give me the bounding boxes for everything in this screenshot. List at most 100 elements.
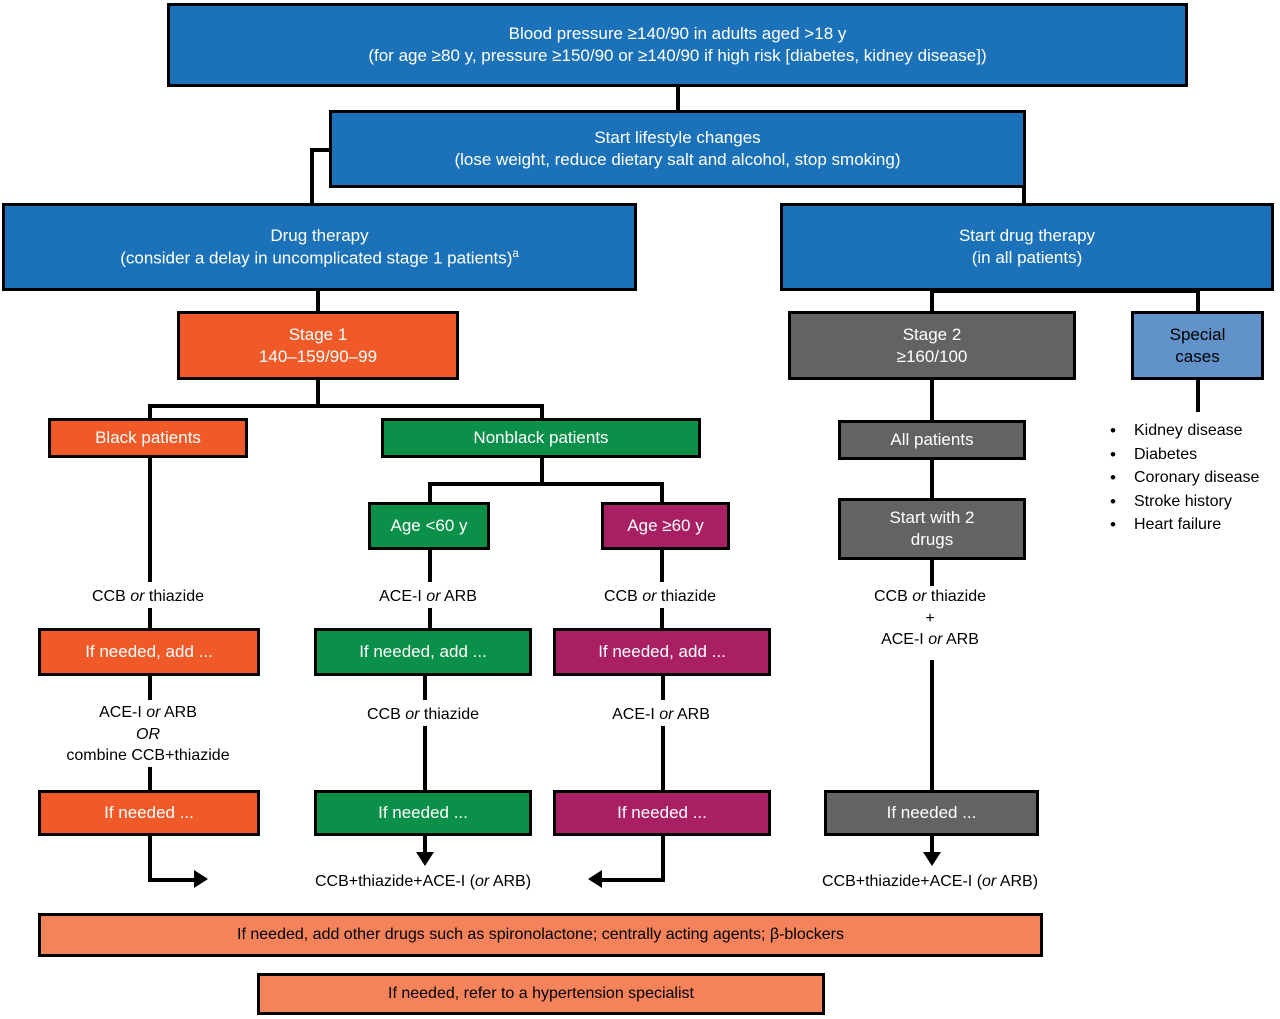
- list-item: Stroke history: [1108, 492, 1259, 512]
- edge-over60-bottom-down: [661, 836, 665, 880]
- node-if-needed-black-label: If needed ...: [104, 803, 194, 823]
- edge-label-over60-second-drug: ACE-I or ARB: [612, 704, 710, 726]
- edge-label-stage2-line3: ACE-I or ARB: [881, 631, 979, 649]
- edge-under60-to-drug1: [428, 550, 432, 582]
- edge-black-to-ifneeded: [148, 762, 152, 790]
- node-start-two-drugs-line2: drugs: [910, 530, 954, 549]
- node-if-needed-add-under60-label: If needed, add ...: [359, 642, 487, 662]
- node-if-needed-over60-label: If needed ...: [617, 803, 707, 823]
- node-drug-therapy-right[interactable]: Start drug therapy (in all patients): [780, 203, 1274, 291]
- edge-entry-to-lifestyle: [676, 84, 680, 110]
- edge-under60-drug1-to-box: [428, 604, 432, 628]
- node-stage-2[interactable]: Stage 2 ≥160/100: [788, 311, 1076, 380]
- edge-label-over60-first-drug: CCB or thiazide: [603, 586, 717, 608]
- edge-label-stage2-line2: +: [925, 609, 935, 627]
- list-item: Coronary disease: [1108, 468, 1259, 488]
- node-if-needed-add-under60[interactable]: If needed, add ...: [314, 628, 532, 676]
- edge-2drugs-down: [930, 560, 934, 586]
- edge-stage1-down: [316, 380, 320, 408]
- edge-label-under60-first-drug: ACE-I or ARB: [379, 586, 477, 608]
- node-all-patients[interactable]: All patients: [838, 420, 1026, 460]
- node-if-needed-stage2-label: If needed ...: [886, 803, 977, 823]
- list-item: Diabetes: [1108, 445, 1259, 465]
- edge-black-to-drug1: [148, 458, 152, 582]
- edge-over60-to-drug1: [660, 550, 664, 582]
- node-stage-2-line2: ≥160/100: [896, 346, 968, 366]
- arrowhead-black-bottom: [194, 870, 208, 888]
- node-drug-therapy-left[interactable]: Drug therapy (consider a delay in uncomp…: [2, 203, 637, 291]
- node-stage-1-line1: Stage 1: [288, 324, 348, 344]
- node-refer-specialist-label: If needed, refer to a hypertension speci…: [388, 984, 694, 1002]
- node-drug-therapy-left-line1: Drug therapy: [270, 225, 369, 245]
- node-if-needed-add-black[interactable]: If needed, add ...: [38, 628, 260, 676]
- edge-black-bottom-right: [148, 878, 196, 882]
- arrowhead-under60-bottom: [416, 852, 434, 866]
- edge-over60-drug1-to-box: [660, 604, 664, 628]
- node-if-needed-black[interactable]: If needed ...: [38, 790, 260, 836]
- special-cases-list: Kidney disease Diabetes Coronary disease…: [1108, 421, 1259, 540]
- node-if-needed-over60[interactable]: If needed ...: [553, 790, 771, 836]
- node-drug-therapy-right-line1: Start drug therapy: [958, 226, 1096, 246]
- edge-drugright-to-special: [1196, 289, 1200, 311]
- node-special-cases-line2: cases: [1175, 346, 1220, 366]
- edge-nonblack-to-under60: [428, 482, 432, 502]
- node-if-needed-stage2[interactable]: If needed ...: [824, 790, 1039, 836]
- edge-label-black-second-line1: ACE-I or ARB: [99, 704, 197, 721]
- node-lifestyle-line1: Start lifestyle changes: [594, 128, 761, 148]
- edge-black-add-down: [148, 676, 152, 700]
- edge-label-black-second-line3: combine CCB+thiazide: [66, 747, 230, 765]
- node-black-patients[interactable]: Black patients: [48, 418, 248, 458]
- node-age-under-60[interactable]: Age <60 y: [368, 502, 490, 550]
- node-add-other-drugs[interactable]: If needed, add other drugs such as spiro…: [38, 913, 1043, 957]
- node-if-needed-under60-label: If needed ...: [378, 803, 468, 823]
- edge-stage1-split-h: [148, 404, 544, 408]
- node-if-needed-add-over60[interactable]: If needed, add ...: [553, 628, 771, 676]
- edge-nonblack-split-h: [428, 482, 664, 486]
- node-drug-therapy-left-line2: (consider a delay in uncomplicated stage…: [120, 247, 519, 268]
- node-all-patients-label: All patients: [890, 430, 974, 450]
- edge-drugright-split-h: [930, 289, 1200, 293]
- node-age-under-60-label: Age <60 y: [390, 516, 468, 536]
- edge-label-black-second-drug: ACE-I or ARB OR combine CCB+thiazide: [66, 702, 230, 767]
- edge-stage2-bottom-down: [930, 836, 934, 854]
- node-if-needed-under60[interactable]: If needed ...: [314, 790, 532, 836]
- edge-label-black-first-drug: CCB or thiazide: [91, 586, 205, 608]
- edge-over60-bottom-left: [602, 878, 665, 882]
- edge-over60-to-ifneeded: [661, 726, 665, 790]
- node-start-two-drugs-line1: Start with 2: [889, 508, 975, 528]
- edge-stage1-to-black: [148, 404, 152, 418]
- node-nonblack-patients[interactable]: Nonblack patients: [381, 418, 701, 458]
- edge-stage1-to-nonblack: [540, 404, 544, 418]
- edge-stage2-to-ifneeded: [930, 660, 934, 790]
- footnote-marker-a: a: [512, 247, 519, 260]
- list-item: Kidney disease: [1108, 421, 1259, 441]
- edge-black-bottom-down: [148, 836, 152, 880]
- edge-black-drug1-to-box: [148, 604, 152, 628]
- node-stage-1-line2: 140–159/90–99: [258, 346, 378, 366]
- node-entry[interactable]: Blood pressure ≥140/90 in adults aged >1…: [167, 3, 1188, 87]
- edge-label-triple-therapy-center: CCB+thiazide+ACE-I (or ARB): [314, 871, 532, 893]
- edge-drugleft-to-stage1: [316, 289, 320, 311]
- edge-lifestyle-left-h: [310, 148, 332, 152]
- edge-label-black-second-line2: OR: [135, 725, 160, 743]
- node-special-cases[interactable]: Special cases: [1131, 311, 1264, 380]
- node-lifestyle-line2: (lose weight, reduce dietary salt and al…: [454, 150, 901, 169]
- node-add-other-drugs-label: If needed, add other drugs such as spiro…: [237, 925, 844, 943]
- arrowhead-over60-bottom: [588, 870, 602, 888]
- edge-under60-to-ifneeded: [423, 726, 427, 790]
- node-stage-2-line1: Stage 2: [902, 324, 962, 344]
- node-drug-therapy-right-line2: (in all patients): [971, 248, 1083, 267]
- edge-label-triple-therapy-right: CCB+thiazide+ACE-I (or ARB): [821, 871, 1039, 893]
- node-age-over-60[interactable]: Age ≥60 y: [601, 502, 730, 550]
- edge-over60-add-down: [661, 676, 665, 700]
- node-lifestyle[interactable]: Start lifestyle changes (lose weight, re…: [329, 110, 1026, 188]
- edge-label-stage2-line1: CCB or thiazide: [873, 588, 987, 605]
- node-stage-1[interactable]: Stage 1 140–159/90–99: [177, 311, 459, 380]
- node-black-patients-label: Black patients: [95, 428, 201, 448]
- node-refer-specialist[interactable]: If needed, refer to a hypertension speci…: [257, 973, 825, 1015]
- node-age-over-60-label: Age ≥60 y: [627, 516, 704, 536]
- edge-label-under60-second-drug: CCB or thiazide: [366, 704, 480, 726]
- node-start-two-drugs[interactable]: Start with 2 drugs: [838, 498, 1026, 560]
- node-entry-line1: Blood pressure ≥140/90 in adults aged >1…: [508, 24, 847, 44]
